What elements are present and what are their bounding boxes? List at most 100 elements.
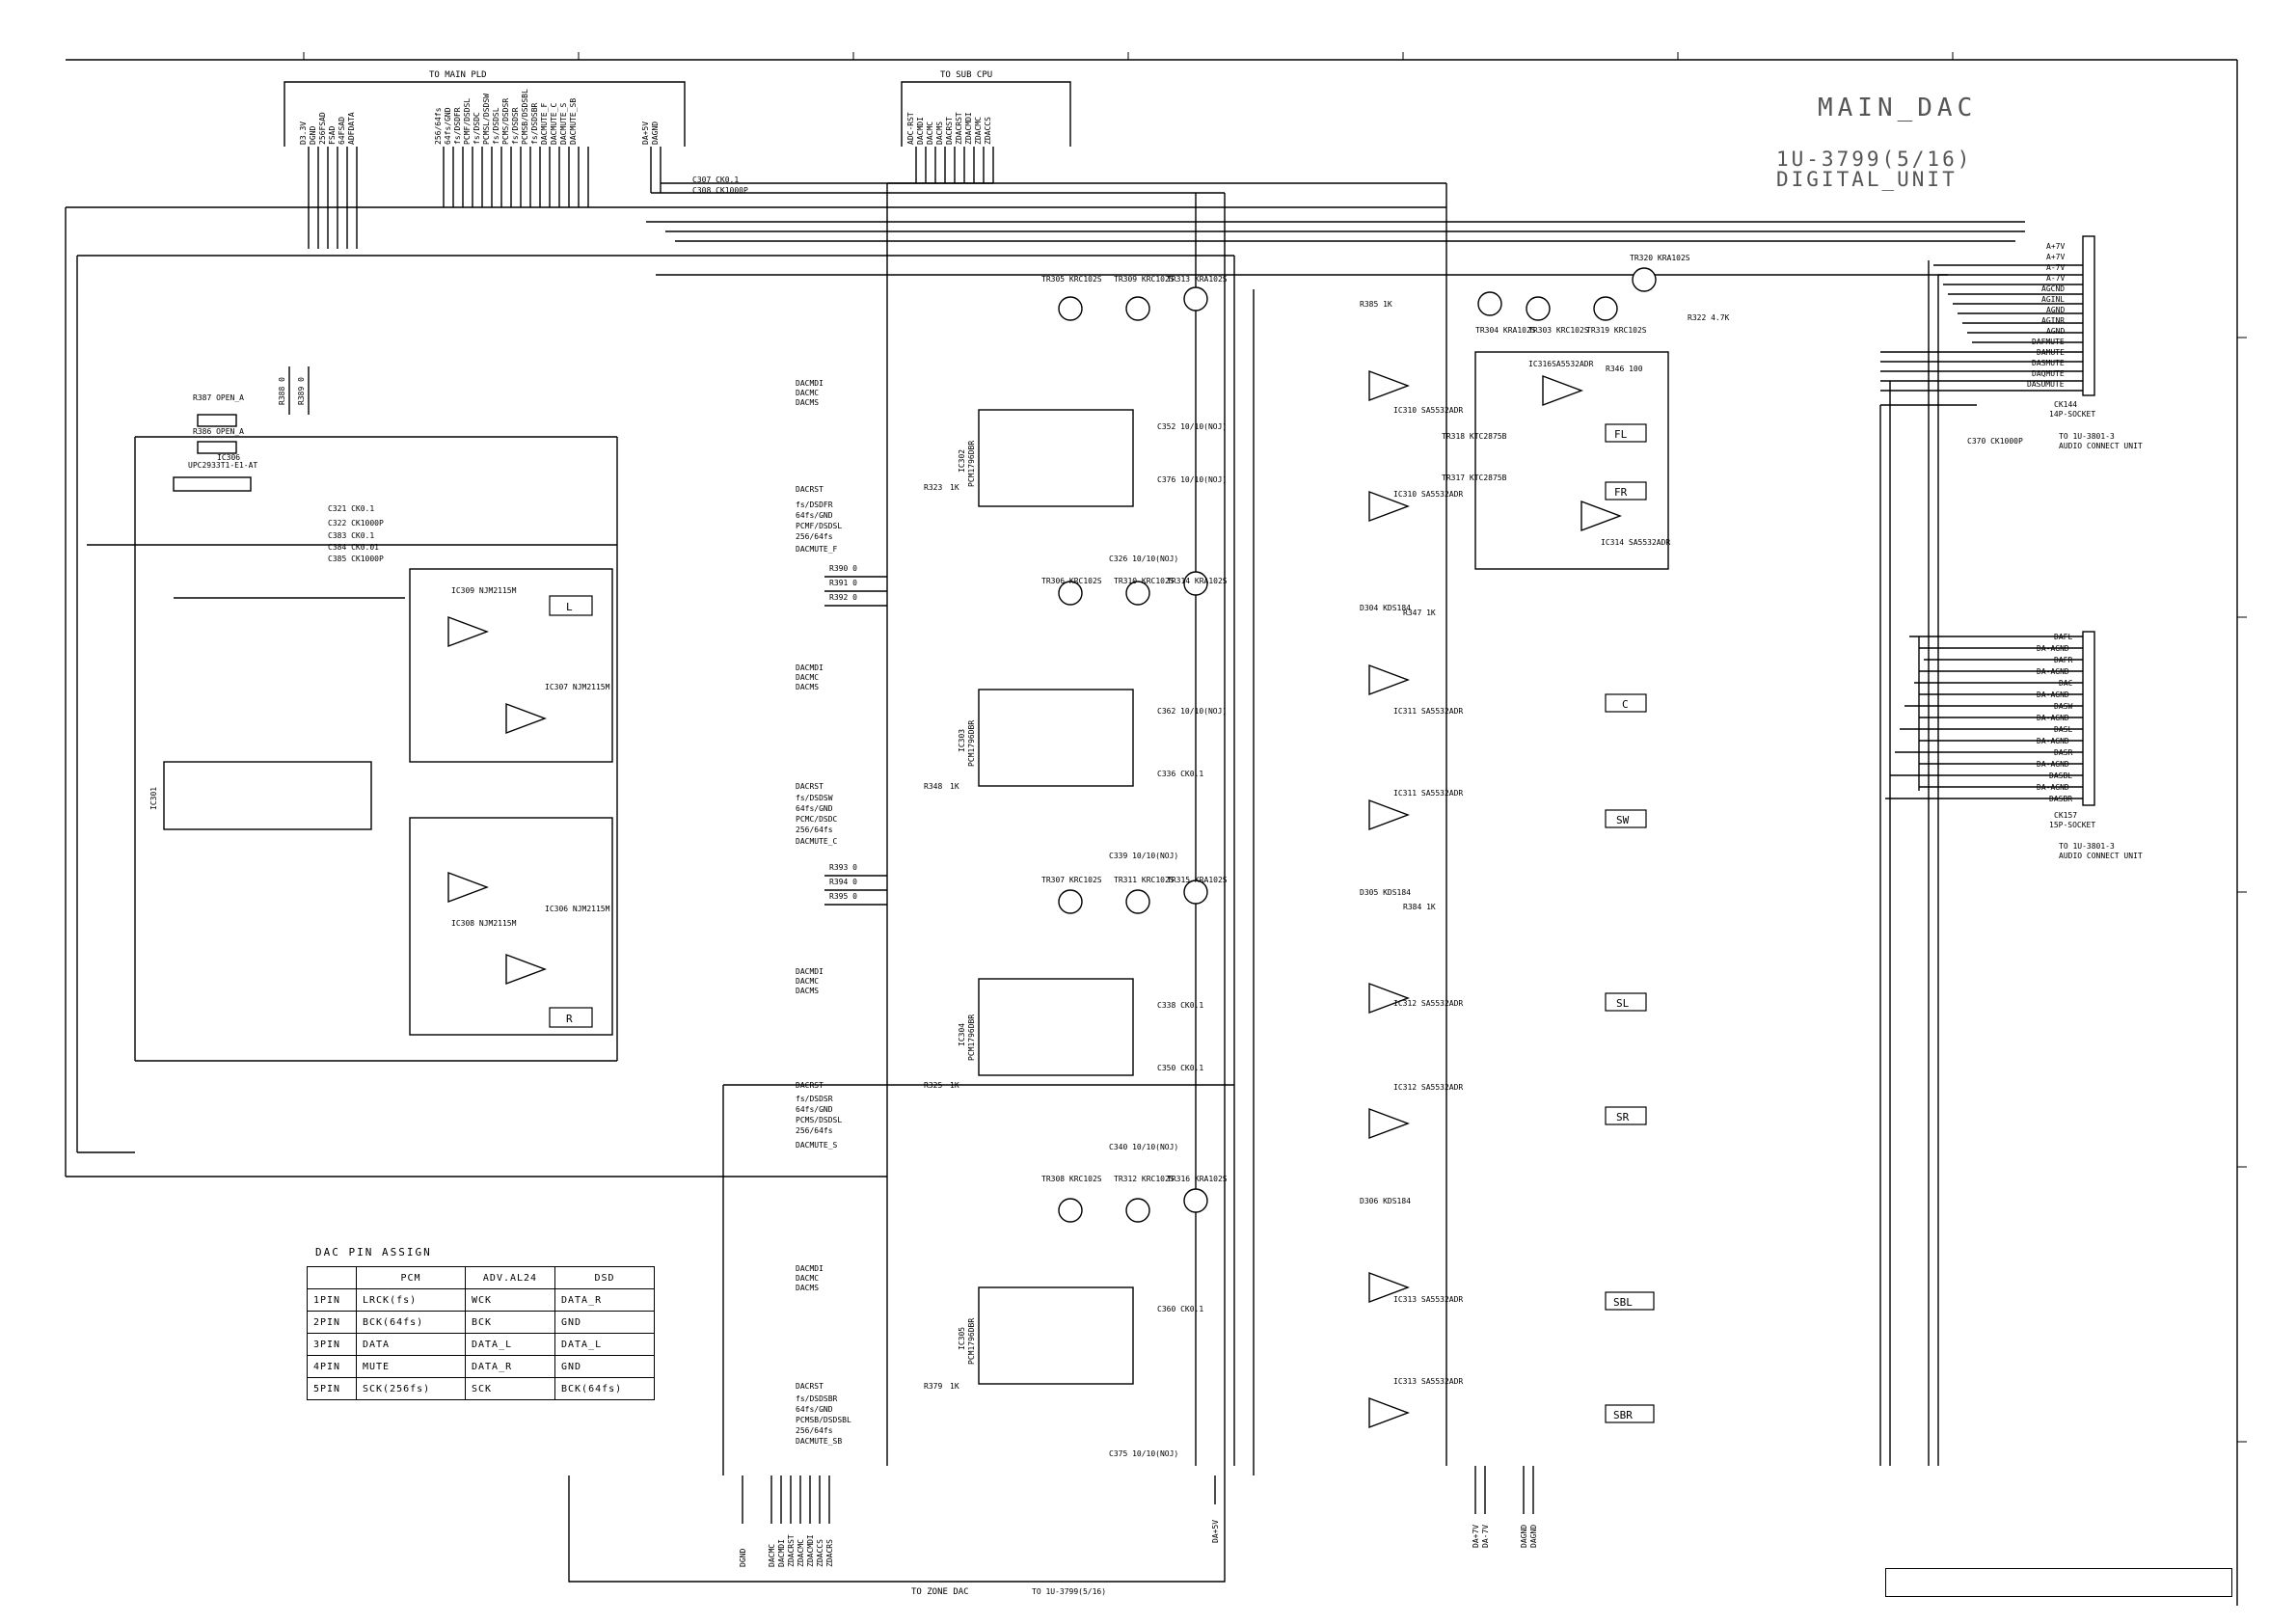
table-cell: WCK — [465, 1288, 555, 1312]
svg-text:IC311 SA5532ADR: IC311 SA5532ADR — [1393, 789, 1463, 798]
table-cell: DSD — [554, 1266, 655, 1289]
right-bus-lines — [1879, 260, 2083, 1466]
channel-tag-sl — [1605, 992, 1647, 1012]
svg-text:C338 CK0.1: C338 CK0.1 — [1157, 1001, 1203, 1010]
svg-text:ADC-RST: ADC-RST — [906, 112, 915, 145]
svg-text:C384 CK0.01: C384 CK0.01 — [328, 543, 379, 552]
svg-text:fs/DSDSW: fs/DSDSW — [796, 794, 833, 802]
svg-text:fs/DSDSR: fs/DSDSR — [796, 1095, 833, 1103]
svg-text:R347 1K: R347 1K — [1403, 609, 1436, 617]
svg-text:TR320 KRA102S: TR320 KRA102S — [1630, 254, 1690, 262]
table-row: 3PIN DATA DATA_L DATA_L — [307, 1333, 655, 1356]
svg-text:IC313 SA5532ADR: IC313 SA5532ADR — [1393, 1295, 1463, 1304]
svg-text:DASW: DASW — [2054, 702, 2072, 711]
svg-text:fs/DSDFR: fs/DSDFR — [453, 107, 462, 145]
svg-text:IC310 SA5532ADR: IC310 SA5532ADR — [1393, 406, 1463, 415]
svg-text:IC310 SA5532ADR: IC310 SA5532ADR — [1393, 490, 1463, 499]
svg-text:TR307 KRC102S: TR307 KRC102S — [1041, 876, 1102, 884]
sub-cpu-signal-names: ADC-RST DACMDI DACMC DACMS DACRST ZDACRS… — [906, 112, 992, 145]
svg-text:AGCND: AGCND — [2041, 284, 2065, 293]
dac-stage-center: IC303 PCM1796DBR R348 1K DACMUTE_C DACMD… — [796, 571, 1228, 860]
svg-text:R390 0: R390 0 — [829, 564, 857, 573]
analog-r-block: IC308 NJM2115M IC306 NJM2115M R — [409, 817, 613, 1036]
svg-text:TR311 KRC102S: TR311 KRC102S — [1114, 876, 1175, 884]
channel-tag-fl — [1605, 423, 1647, 443]
table-cell: 1PIN — [307, 1288, 357, 1312]
table-cell: DATA_L — [465, 1333, 555, 1356]
svg-text:DACMUTE_F: DACMUTE_F — [796, 545, 838, 554]
svg-text:IC313 SA5532ADR: IC313 SA5532ADR — [1393, 1377, 1463, 1386]
svg-text:D305 KDS184: D305 KDS184 — [1360, 888, 1411, 897]
svg-text:TR303 KRC102S: TR303 KRC102S — [1528, 326, 1589, 335]
dac-stage-surround: IC304 PCM1796DBR R325 1K DACMUTE_S DACMD… — [796, 876, 1228, 1151]
adc-ic-label: IC301 — [149, 787, 158, 810]
svg-text:IC308 NJM2115M: IC308 NJM2115M — [451, 919, 517, 928]
svg-text:DACMS: DACMS — [796, 1284, 819, 1292]
svg-text:TR316 KRA102S: TR316 KRA102S — [1167, 1175, 1228, 1183]
svg-text:IC314 SA5532ADR: IC314 SA5532ADR — [1601, 538, 1670, 547]
svg-text:D304 KDS184: D304 KDS184 — [1360, 604, 1411, 612]
ck157-connector: DAFL DA-AGND DAFR DA-AGND DAC DA-AGND DA… — [2037, 631, 2143, 860]
dac-stage-surround-back: IC305 PCM1796DBR R379 1K DACMUTE_SB DACM… — [796, 1175, 1228, 1458]
svg-text:DA-AGND: DA-AGND — [2037, 714, 2069, 722]
main-pld-header: TO MAIN PLD — [284, 70, 686, 147]
table-cell: DATA_R — [554, 1288, 655, 1312]
svg-text:DA-7V: DA-7V — [1481, 1525, 1490, 1548]
svg-text:DACMS: DACMS — [935, 122, 944, 145]
svg-text:DASMUTE: DASMUTE — [2032, 359, 2065, 367]
channel-tag-l-text: L — [566, 601, 573, 613]
svg-text:DAFL: DAFL — [2054, 633, 2072, 641]
svg-text:A+7V: A+7V — [2046, 242, 2065, 251]
svg-text:fs/DSDSR: fs/DSDSR — [511, 107, 520, 145]
svg-text:D306 KDS184: D306 KDS184 — [1360, 1197, 1411, 1205]
svg-text:ZDACCS: ZDACCS — [984, 117, 992, 145]
channel-tag-l — [549, 595, 593, 616]
svg-text:C340 10/10(NOJ): C340 10/10(NOJ) — [1109, 1143, 1178, 1151]
svg-text:DASL: DASL — [2054, 725, 2072, 734]
ck144-dest2: AUDIO CONNECT UNIT — [2059, 442, 2143, 450]
svg-text:C350 CK0.1: C350 CK0.1 — [1157, 1064, 1203, 1072]
svg-text:AGND: AGND — [2046, 327, 2065, 336]
svg-text:DACMUTE_C: DACMUTE_C — [550, 102, 558, 145]
vreg-ref: IC306 — [217, 453, 240, 462]
svg-text:DAFR: DAFR — [2054, 656, 2072, 664]
channel-tag-r — [549, 1007, 593, 1028]
table-cell: 4PIN — [307, 1355, 357, 1378]
svg-text:A-7V: A-7V — [2046, 274, 2065, 283]
svg-text:DACMDI: DACMDI — [796, 1264, 824, 1273]
svg-text:R323: R323 — [924, 483, 942, 492]
svg-text:TR306 KRC102S: TR306 KRC102S — [1041, 577, 1102, 585]
svg-text:DAFMUTE: DAFMUTE — [2032, 338, 2065, 346]
svg-text:ZDACRST: ZDACRST — [787, 1534, 796, 1567]
table-cell: BCK — [465, 1311, 555, 1334]
svg-text:DA-AGND: DA-AGND — [2037, 644, 2069, 653]
svg-text:A-7V: A-7V — [2046, 263, 2065, 272]
dac-ic-part: PCM1796DBR — [967, 441, 976, 487]
svg-text:A+7V: A+7V — [2046, 253, 2065, 261]
svg-text:R322 4.7K: R322 4.7K — [1688, 313, 1730, 322]
svg-text:DACMS: DACMS — [796, 987, 819, 995]
svg-text:R388 0: R388 0 — [278, 377, 286, 405]
svg-text:DGND: DGND — [739, 1549, 747, 1567]
svg-text:R392 0: R392 0 — [829, 593, 857, 602]
channel-tag-sl-text: SL — [1616, 997, 1630, 1010]
svg-text:DACMS: DACMS — [796, 398, 819, 407]
svg-text:256/64fs: 256/64fs — [796, 532, 833, 541]
svg-text:fs/DSDSBR: fs/DSDSBR — [796, 1394, 838, 1403]
analog-l-block: IC309 NJM2115M IC307 NJM2115M L — [409, 568, 613, 763]
svg-text:1K: 1K — [950, 782, 959, 791]
svg-text:DACMUTE_C: DACMUTE_C — [796, 837, 838, 846]
svg-text:IC306 NJM2115M: IC306 NJM2115M — [545, 905, 610, 913]
svg-text:64fs/GND: 64fs/GND — [796, 1405, 833, 1414]
title-block — [1885, 1568, 2232, 1597]
table-cell: SCK — [465, 1377, 555, 1400]
svg-text:C360 CK0.1: C360 CK0.1 — [1157, 1305, 1203, 1313]
svg-text:TR318 KTC2875B: TR318 KTC2875B — [1442, 432, 1507, 441]
svg-text:C385 CK1000P: C385 CK1000P — [328, 555, 384, 563]
output-stage-center: IC311 SA5532ADR IC311 SA5532ADR D304 KDS… — [1360, 604, 1647, 831]
table-cell: DATA — [356, 1333, 466, 1356]
channel-tag-sr — [1605, 1106, 1647, 1125]
svg-text:TR309 KRC102S: TR309 KRC102S — [1114, 275, 1175, 284]
svg-text:DACRST: DACRST — [796, 782, 824, 791]
